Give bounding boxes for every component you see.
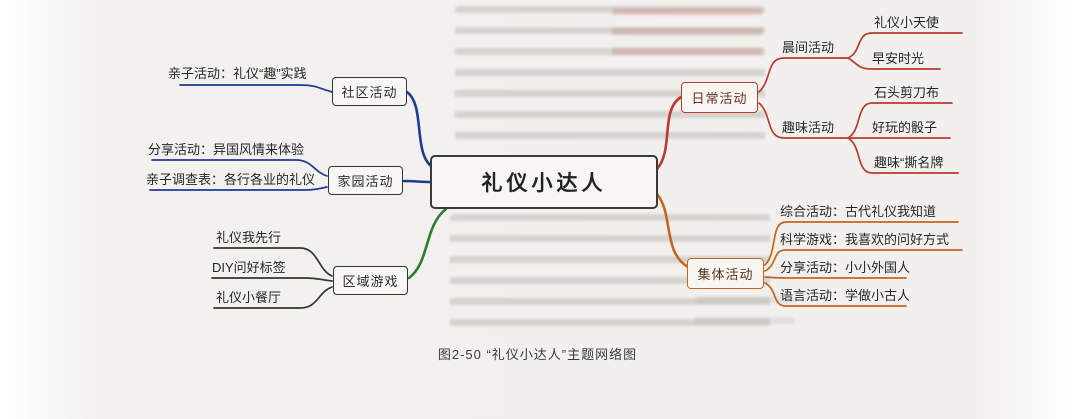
node-home-activities: 家园活动: [328, 166, 403, 195]
green-branch-connector: [407, 207, 448, 280]
subnode-morning-activities: 晨间活动: [782, 40, 835, 55]
node-label: 日常活动: [691, 91, 748, 106]
center-topic-label: 礼仪小达人: [481, 172, 607, 195]
leaf-item: 早安时光: [872, 51, 925, 66]
leaf-item: 分享活动：小小外国人: [780, 260, 911, 275]
leaf-item: 综合活动：古代礼仪我知道: [780, 204, 937, 219]
leaf-item: 礼仪我先行: [216, 230, 282, 245]
node-label: 家园活动: [337, 174, 394, 189]
leaf-item: 亲子活动：礼仪“趣”实践: [168, 66, 307, 81]
node-area-games: 区域游戏: [333, 266, 408, 295]
node-label: 社区活动: [341, 85, 398, 100]
leaf-item: 石头剪刀布: [874, 85, 940, 100]
node-community-activities: 社区活动: [332, 77, 407, 106]
center-topic-node: 礼仪小达人: [430, 155, 658, 209]
figure-caption: 图2-50 “礼仪小达人”主题网络图: [437, 347, 638, 362]
area-games-leaf-connectors: [211, 247, 333, 309]
red-branch-connectors: [655, 32, 963, 174]
subnode-fun-activities: 趣味活动: [782, 120, 835, 135]
node-label: 区域游戏: [342, 274, 399, 289]
leaf-item: 科学游戏：我喜欢的问好方式: [780, 232, 950, 247]
node-group-activities: 集体活动: [687, 258, 764, 289]
leaf-item: 礼仪小餐厅: [216, 290, 282, 305]
leaf-item: 分享活动：异国风情来体验: [148, 142, 305, 157]
leaf-item: 礼仪小天使: [874, 15, 940, 30]
leaf-item: 好玩的骰子: [872, 120, 938, 135]
leaf-item: 趣味“撕名牌: [874, 155, 944, 170]
leaf-item: 亲子调查表：各行各业的礼仪: [146, 172, 316, 187]
node-daily-activities: 日常活动: [681, 82, 758, 113]
leaf-item: DIY问好标签: [212, 260, 286, 275]
node-label: 集体活动: [697, 267, 754, 282]
blue-branch-connectors: [149, 84, 436, 191]
leaf-item: 语言活动：学做小古人: [780, 288, 911, 303]
orange-branch-connectors: [654, 191, 963, 307]
